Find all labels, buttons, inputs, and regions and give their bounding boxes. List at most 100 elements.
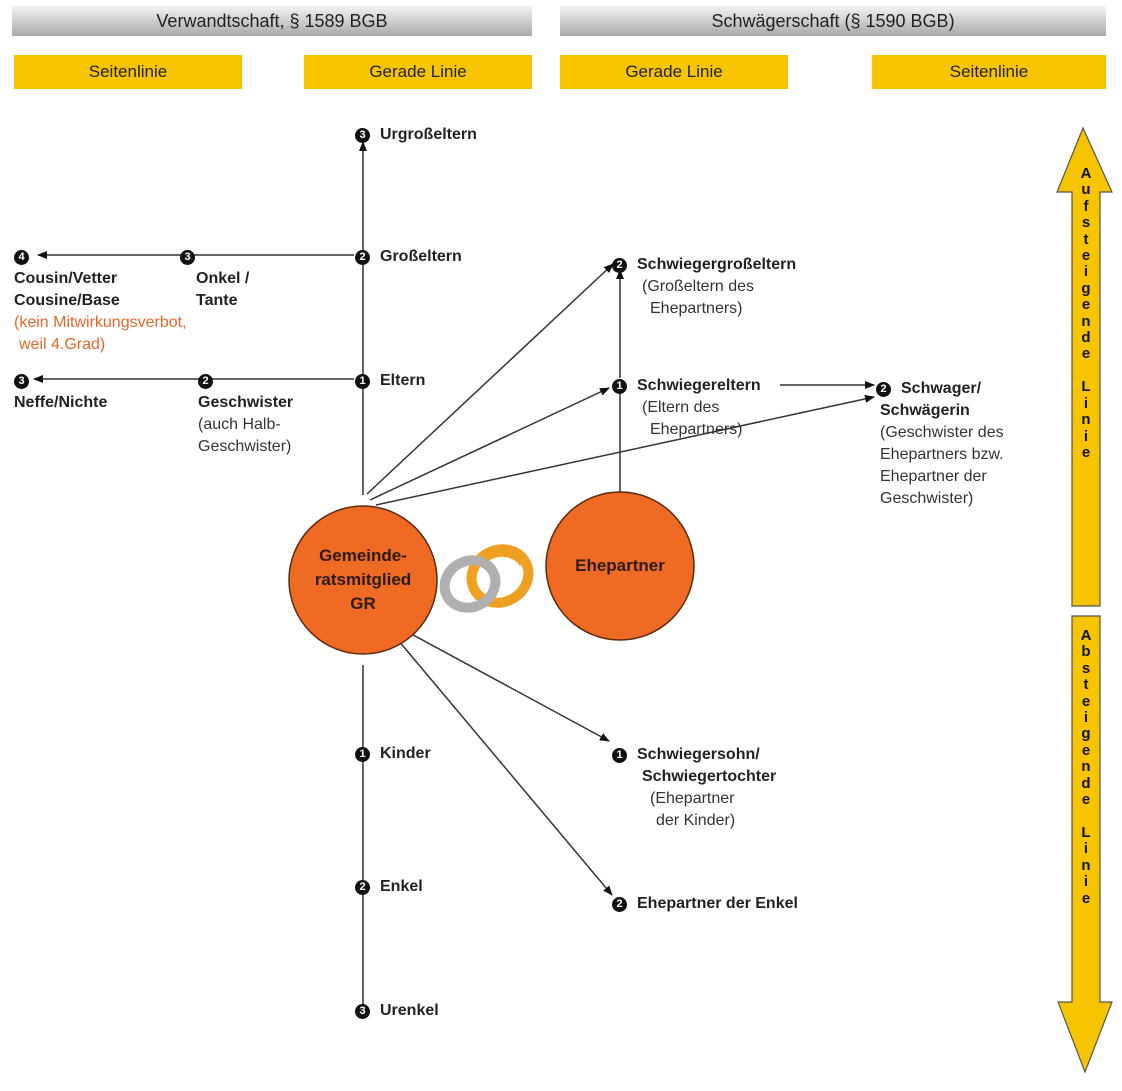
side-arrow-letter: e bbox=[1081, 443, 1091, 461]
node-geschwister: 2 Geschwister (auch Halb- Geschwister) bbox=[198, 370, 293, 458]
side-arrow-letter: t bbox=[1083, 230, 1089, 248]
side-arrow-letter: e bbox=[1081, 247, 1091, 265]
node-label-line2: Cousine/Base bbox=[14, 292, 120, 309]
side-arrow-letter: n bbox=[1081, 312, 1091, 330]
degree-badge: 3 bbox=[355, 128, 370, 143]
node-sub-line2: der Kinder) bbox=[656, 812, 736, 829]
degree-badge: 2 bbox=[876, 382, 891, 397]
node-sub-line2: Ehepartners) bbox=[650, 421, 743, 438]
column-seitenlinie-left: Seitenlinie bbox=[14, 55, 242, 89]
node-label: Neffe/Nichte bbox=[14, 394, 108, 411]
degree-badge: 2 bbox=[355, 880, 370, 895]
column-seitenlinie-right: Seitenlinie bbox=[872, 55, 1106, 89]
node-label-line2: Tante bbox=[196, 292, 238, 309]
node-sub: (Großeltern des bbox=[642, 278, 755, 295]
gr-label-line3: GR bbox=[350, 594, 376, 613]
side-arrow-letter bbox=[1071, 808, 1101, 824]
degree-badge: 2 bbox=[198, 374, 213, 389]
ehepartner-circle bbox=[545, 491, 695, 641]
node-label-line2: Schwiegertochter bbox=[642, 768, 777, 785]
side-arrow-letter: s bbox=[1081, 659, 1091, 677]
node-schwager: 2 Schwager/ Schwägerin (Geschwister des E… bbox=[876, 378, 1004, 510]
side-arrow-letter: e bbox=[1081, 345, 1091, 363]
side-arrow-letter: d bbox=[1081, 774, 1091, 792]
header-schwaegerschaft: Schwägerschaft (§ 1590 BGB) bbox=[560, 6, 1106, 36]
node-label: Schwiegergroßeltern bbox=[637, 256, 797, 273]
node-enkel: 2 Enkel bbox=[355, 876, 423, 898]
side-arrow-letter: e bbox=[1081, 741, 1091, 759]
node-neffe-nichte: 3 Neffe/Nichte bbox=[14, 370, 107, 414]
degree-badge: 2 bbox=[355, 250, 370, 265]
node-onkel-tante: 3 Onkel / Tante bbox=[180, 246, 249, 312]
side-arrow-letter: L bbox=[1081, 378, 1091, 396]
ehepartner-label: Ehepartner bbox=[546, 554, 694, 578]
arrow-to-schwiegersohn bbox=[403, 629, 610, 742]
node-label: Eltern bbox=[380, 372, 426, 389]
gemeinderatsmitglied-circle bbox=[288, 505, 438, 655]
gr-label-line1: Gemeinde- bbox=[319, 546, 407, 565]
node-grosseltern: 2 Großeltern bbox=[355, 246, 462, 268]
side-arrow-letter: e bbox=[1081, 791, 1091, 809]
side-arrow-letter: i bbox=[1083, 873, 1089, 891]
node-schwiegersohn: 1 Schwiegersohn/ Schwiegertochter (Ehepar… bbox=[612, 744, 776, 832]
side-arrow-letter: n bbox=[1081, 856, 1091, 874]
node-sub-line3: Ehepartner der bbox=[880, 468, 987, 485]
node-urenkel: 3 Urenkel bbox=[355, 1000, 439, 1022]
gr-label-line2: ratsmitglied bbox=[314, 570, 412, 589]
side-arrow-letter: i bbox=[1083, 394, 1089, 412]
degree-badge: 2 bbox=[612, 897, 627, 912]
degree-badge: 3 bbox=[180, 250, 195, 265]
gemeinderatsmitglied-label: Gemeinde- ratsmitglied GR bbox=[289, 544, 437, 616]
node-sub: (Ehepartner bbox=[650, 790, 735, 807]
side-arrow-letter: e bbox=[1081, 296, 1091, 314]
node-label: Schwager/ bbox=[901, 380, 982, 397]
node-cousin: 4 Cousin/Vetter Cousine/Base (kein Mitwi… bbox=[14, 246, 187, 356]
degree-badge: 1 bbox=[612, 748, 627, 763]
node-label: Schwiegersohn/ bbox=[637, 746, 760, 763]
side-arrow-letter: b bbox=[1081, 643, 1091, 661]
side-arrow-letter: i bbox=[1083, 840, 1089, 858]
node-label: Schwiegereltern bbox=[637, 377, 761, 394]
arrow-to-schwiegereltern bbox=[369, 387, 610, 501]
side-arrow-letter bbox=[1071, 363, 1101, 379]
node-ehepartner-enkel: 2 Ehepartner der Enkel bbox=[612, 893, 798, 915]
column-gerade-left: Gerade Linie bbox=[304, 55, 532, 89]
note-text-line2: weil 4.Grad) bbox=[19, 336, 106, 353]
degree-badge: 3 bbox=[355, 1004, 370, 1019]
aufsteigende-arrow bbox=[1056, 126, 1113, 607]
node-sub: (auch Halb- bbox=[198, 416, 281, 433]
node-label: Onkel / bbox=[196, 270, 250, 287]
node-eltern: 1 Eltern bbox=[355, 370, 425, 392]
degree-badge: 1 bbox=[355, 374, 370, 389]
side-arrow-letter: A bbox=[1080, 627, 1092, 644]
side-arrow-letter: t bbox=[1083, 676, 1089, 694]
node-sub-line2: Ehepartners) bbox=[650, 300, 743, 317]
ehepartner-label-text: Ehepartner bbox=[575, 556, 665, 575]
node-sub-line2: Ehepartners bzw. bbox=[880, 446, 1004, 463]
node-label: Großeltern bbox=[380, 248, 462, 265]
side-arrow-letter: f bbox=[1083, 197, 1089, 215]
side-arrow-letter: i bbox=[1083, 709, 1089, 727]
node-label: Geschwister bbox=[198, 394, 294, 411]
node-label: Urenkel bbox=[380, 1002, 439, 1019]
arrow-to-schwager-from-gr bbox=[375, 394, 875, 506]
node-label-line2: Schwägerin bbox=[880, 402, 970, 419]
degree-badge: 1 bbox=[612, 379, 627, 394]
side-arrow-letter: n bbox=[1081, 758, 1091, 776]
node-label: Cousin/Vetter bbox=[14, 270, 118, 287]
node-sub: (Geschwister des bbox=[880, 424, 1004, 441]
node-label: Ehepartner der Enkel bbox=[637, 895, 798, 912]
side-arrow-letter: d bbox=[1081, 329, 1091, 347]
node-sub-line2: Geschwister) bbox=[198, 438, 292, 455]
side-arrow-letter: e bbox=[1081, 692, 1091, 710]
arrow-to-ehepartner-enkel bbox=[397, 639, 613, 896]
degree-badge: 3 bbox=[14, 374, 29, 389]
node-sub-line4: Geschwister) bbox=[880, 490, 974, 507]
side-arrow-letter: i bbox=[1083, 427, 1089, 445]
node-label: Enkel bbox=[380, 878, 423, 895]
